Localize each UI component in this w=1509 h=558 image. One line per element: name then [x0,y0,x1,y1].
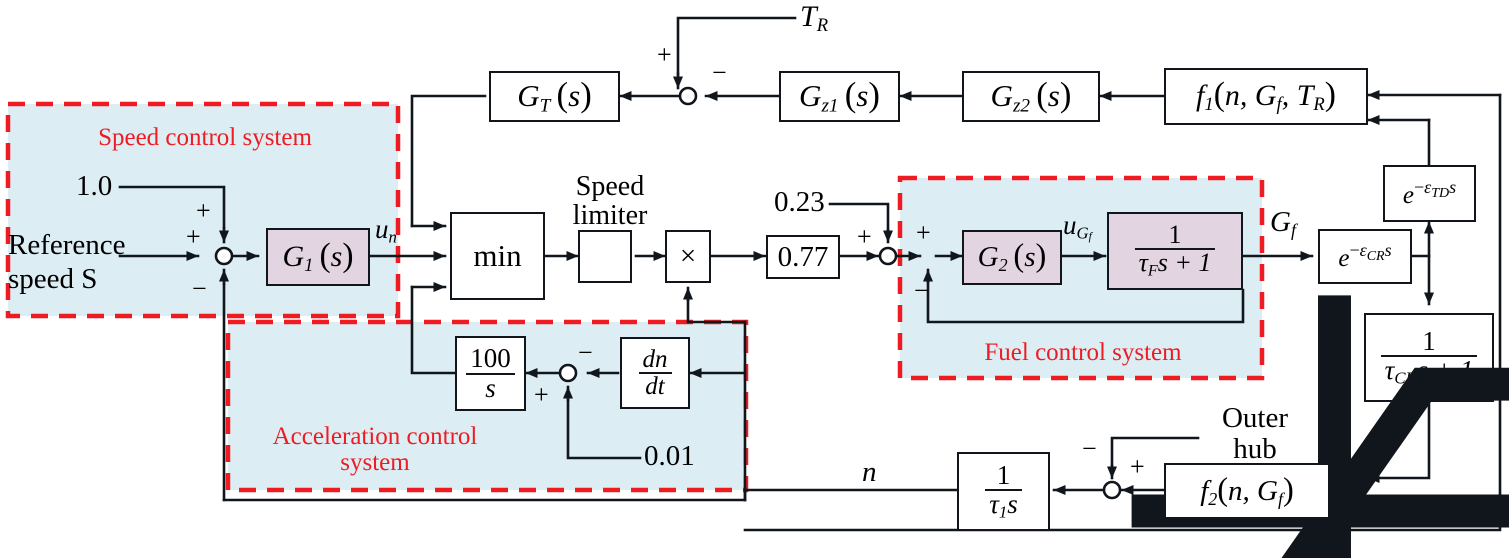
label-outer-hub-line2: hub [1233,432,1277,465]
block-f1[interactable]: f1(n, Gf, TR) [1164,68,1368,125]
block-G2-controller[interactable]: G2 (s) [962,230,1062,285]
block-multiplier[interactable]: × [665,230,711,283]
label-reference-speed-line2: speed S [8,263,98,296]
label-u-n: un [375,214,397,247]
label-reference-speed-line1: Reference [8,229,126,261]
label-speed-limiter-caption: Speed limiter [564,172,656,230]
sign-fuel-sum-top-plus: + [857,222,872,251]
label-speed-limiter-line1: Speed [575,171,645,202]
block-Gz2-label: Gz2 (s) [990,75,1072,117]
label-u-Gf: uGf [1063,210,1092,244]
block-fuel-lag-label: 1 τFs + 1 [1134,221,1216,280]
label-outer-hub: Outer hub [1200,403,1310,464]
block-Gz1[interactable]: Gz1 (s) [779,71,900,122]
block-multiplier-label: × [679,240,697,272]
block-f2[interactable]: f2(n, Gf) [1164,463,1330,519]
label-G-f: Gf [1270,206,1296,241]
block-Gz2[interactable]: Gz2 (s) [962,71,1100,122]
block-G1-label: G1 (s) [282,236,354,277]
label-reference-speed: Reference speed S [8,228,126,296]
label-speed-limiter-line2: limiter [572,200,648,232]
label-one-point-zero: 1.0 [76,170,113,202]
block-eTD-label: e−εTDs [1402,177,1457,209]
block-derivative-dndt[interactable]: dn dt [620,337,690,409]
sign-speed-sum-left-plus: + [186,222,201,251]
sign-accel-sum-bottom-plus: + [534,380,549,409]
block-GT-label: GT (s) [517,75,592,117]
label-const-001: 0.01 [644,440,695,472]
block-eCR-label: e−εCRs [1338,240,1392,272]
region-label-accel-line2: system [340,449,410,477]
block-G1-controller[interactable]: G1 (s) [266,228,370,286]
label-T-R: TR [800,0,829,37]
sign-hub-sum-top-minus: − [1082,434,1097,463]
sign-fuel-sum-bottom-minus: − [914,276,929,305]
block-integrator-label: 100 s [466,344,515,402]
sign-torque-sum-top-plus: + [657,40,672,69]
label-n-signal: n [862,456,877,488]
block-GT[interactable]: GT (s) [489,71,620,122]
block-integrator-100s[interactable]: 100 s [455,336,526,411]
block-speed-limiter[interactable] [578,230,1509,558]
sign-accel-sum-right-minus: − [578,338,593,367]
block-min-selector[interactable]: min [450,212,545,300]
label-const-023: 0.23 [774,186,825,218]
block-eCR-delay[interactable]: e−εCRs [1318,229,1412,284]
block-f2-label: f2(n, Gf) [1200,471,1294,510]
region-label-accel-line1: Acceleration control [272,423,478,450]
region-label-accel-control: Acceleration control system [240,423,510,477]
sign-speed-sum-top-plus: + [196,196,211,225]
block-eTD-delay[interactable]: e−εTDs [1383,165,1476,222]
block-Gz1-label: Gz1 (s) [799,75,880,117]
block-derivative-label: dn dt [638,346,672,400]
sign-torque-sum-right-minus: − [712,58,727,87]
block-G2-label: G2 (s) [977,238,1047,276]
block-gain-077-label: 0.77 [777,240,829,273]
block-rotor-inertia[interactable]: 1 τ1s [957,452,1050,531]
block-f1-label: f1(n, Gf, TR) [1196,76,1336,116]
block-gain-077[interactable]: 0.77 [766,235,840,279]
region-label-speed-control: Speed control system [98,124,312,151]
block-min-label: min [473,238,522,273]
sign-fuel-sum-left-plus: + [916,218,931,247]
region-label-fuel-control: Fuel control system [984,339,1182,366]
label-outer-hub-line1: Outer [1221,402,1289,434]
sign-speed-sum-bottom-minus: − [192,274,207,303]
block-fuel-lag[interactable]: 1 τFs + 1 [1107,212,1243,290]
block-rotor-label: 1 τ1s [985,461,1022,521]
sign-hub-sum-right-plus: + [1130,452,1145,481]
